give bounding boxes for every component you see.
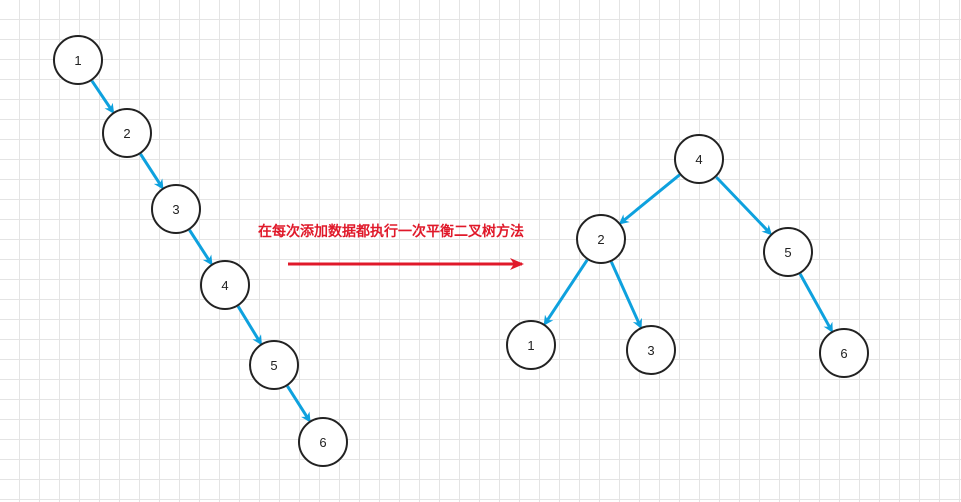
after-tree-node-6: 6 bbox=[819, 328, 869, 378]
before-tree-node-1: 1 bbox=[53, 35, 103, 85]
after-tree-edge-2-3 bbox=[609, 261, 642, 330]
before-tree-node-4: 4 bbox=[200, 260, 250, 310]
after-tree-node-4: 4 bbox=[674, 134, 724, 184]
before-tree-edge-4-5 bbox=[236, 305, 262, 346]
after-tree-node-3: 3 bbox=[626, 325, 676, 375]
caption: 在每次添加数据都执行一次平衡二叉树方法 bbox=[258, 224, 524, 240]
node-label: 6 bbox=[840, 346, 847, 361]
after-tree-node-5: 5 bbox=[763, 227, 813, 277]
node-label: 5 bbox=[270, 358, 277, 373]
before-tree-edge-3-4 bbox=[188, 229, 213, 266]
node-circle bbox=[298, 417, 348, 467]
node-circle bbox=[249, 340, 299, 390]
before-tree-node-3: 3 bbox=[151, 184, 201, 234]
before-tree-edge-5-6 bbox=[286, 385, 311, 423]
after-tree-edge-2-1 bbox=[543, 259, 589, 326]
node-circle bbox=[576, 214, 626, 264]
node-circle bbox=[506, 320, 556, 370]
node-circle bbox=[151, 184, 201, 234]
node-circle bbox=[626, 325, 676, 375]
node-label: 5 bbox=[784, 245, 791, 260]
node-circle bbox=[819, 328, 869, 378]
after-tree-node-1: 1 bbox=[506, 320, 556, 370]
node-label: 3 bbox=[647, 343, 654, 358]
after-tree-edge-4-2 bbox=[618, 173, 681, 225]
before-tree-node-6: 6 bbox=[298, 417, 348, 467]
node-circle bbox=[763, 227, 813, 277]
node-label: 2 bbox=[597, 232, 604, 247]
after-tree-edge-4-5 bbox=[715, 176, 773, 236]
after-tree-edge-5-6 bbox=[798, 273, 833, 333]
node-label: 4 bbox=[221, 278, 228, 293]
node-circle bbox=[200, 260, 250, 310]
node-circle bbox=[102, 108, 152, 158]
node-label: 2 bbox=[123, 126, 130, 141]
node-circle bbox=[674, 134, 724, 184]
before-tree-edge-1-2 bbox=[90, 79, 115, 114]
node-circle bbox=[53, 35, 103, 85]
node-label: 6 bbox=[319, 435, 326, 450]
node-label: 1 bbox=[74, 53, 81, 68]
node-label: 4 bbox=[695, 152, 702, 167]
before-tree-node-5: 5 bbox=[249, 340, 299, 390]
after-tree-node-2: 2 bbox=[576, 214, 626, 264]
before-tree-node-2: 2 bbox=[102, 108, 152, 158]
before-tree-edge-2-3 bbox=[139, 153, 164, 190]
node-label: 1 bbox=[527, 338, 534, 353]
node-label: 3 bbox=[172, 202, 179, 217]
